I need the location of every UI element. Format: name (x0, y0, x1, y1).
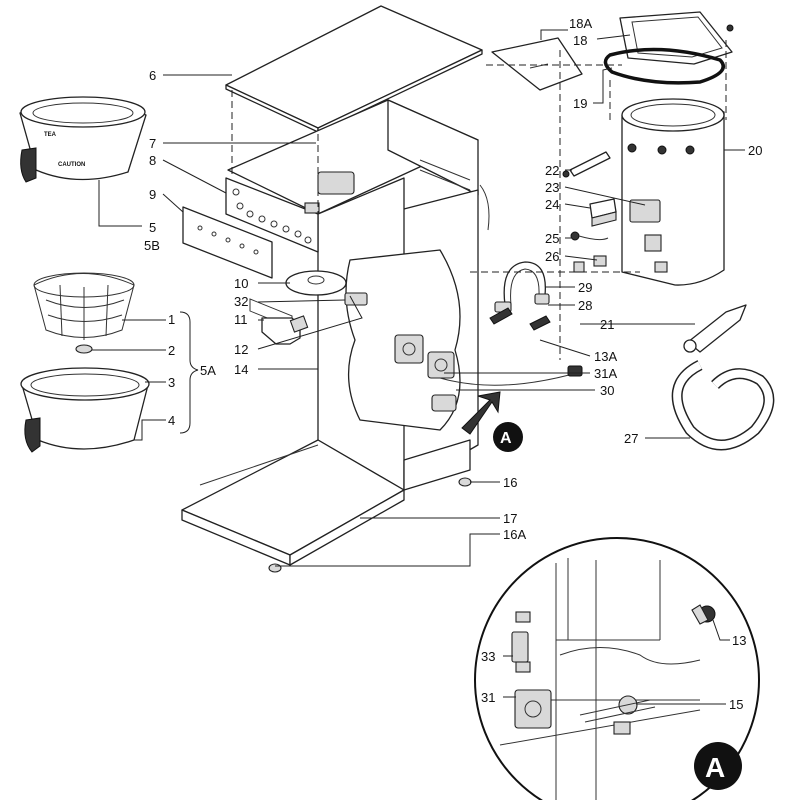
callout-31a: 31A (594, 366, 617, 381)
probe (562, 151, 611, 178)
callout-16a: 16A (503, 527, 526, 542)
callout-5: 5 (149, 220, 156, 235)
callout-14: 14 (234, 362, 248, 377)
callout-13: 13 (732, 633, 746, 648)
label-panel (182, 206, 273, 279)
relay-block (589, 198, 617, 227)
callout-24: 24 (545, 197, 559, 212)
callout-13a: 13A (594, 349, 617, 364)
callout-31: 31 (481, 690, 495, 705)
callout-5a: 5A (200, 363, 216, 378)
callout-8: 8 (149, 153, 156, 168)
detail-arrow (461, 391, 501, 435)
bracket-clip (573, 255, 607, 273)
callout-27: 27 (624, 431, 638, 446)
callout-6: 6 (149, 68, 156, 83)
callout-19: 19 (573, 96, 587, 111)
callout-1: 1 (168, 312, 175, 327)
callout-20: 20 (748, 143, 762, 158)
inlet-tube (489, 261, 551, 331)
callout-11: 11 (234, 312, 248, 327)
callout-17: 17 (503, 511, 517, 526)
solenoid-valve (304, 171, 457, 412)
faucet (261, 315, 309, 345)
tank-lid (619, 11, 734, 65)
callout-5b: 5B (144, 238, 160, 253)
wire-basket (33, 272, 135, 340)
leader-13 (712, 619, 730, 641)
detail-a-marker-small (493, 422, 523, 452)
leader-lines (92, 29, 745, 567)
callout-30: 30 (600, 383, 614, 398)
callout-23: 23 (545, 180, 559, 195)
bracket-5a (179, 311, 199, 434)
detail-a-marker-large (694, 742, 742, 790)
callout-4: 4 (168, 413, 175, 428)
thermostat (629, 199, 661, 223)
funnel-label-tea: TEA (44, 132, 57, 138)
callout-10: 10 (234, 276, 248, 291)
callout-25: 25 (545, 231, 559, 246)
top-cover (225, 5, 483, 133)
funnel-body (20, 367, 150, 453)
drip-tray-base (181, 439, 471, 566)
callout-18a: 18A (569, 16, 592, 31)
funnel-label-caution: CAUTION (58, 162, 85, 168)
brew-funnel: TEA CAUTION (19, 96, 147, 183)
callout-21: 21 (600, 317, 614, 332)
tank-bracket (491, 37, 583, 91)
callout-labels: 6 7 8 9 5 5B 10 32 11 12 14 1 2 3 4 5A 1… (144, 16, 762, 712)
callout-22: 22 (545, 163, 559, 178)
callout-33: 33 (481, 649, 495, 664)
detail-a-label-small: A (500, 430, 512, 447)
detail-view-a (474, 537, 760, 800)
callout-32: 32 (234, 294, 248, 309)
callout-16: 16 (503, 475, 517, 490)
callout-12: 12 (234, 342, 248, 357)
hose-coil (671, 360, 775, 451)
callout-9: 9 (149, 187, 156, 202)
detail-a-label-large: A (705, 752, 725, 783)
callout-3: 3 (168, 375, 175, 390)
spray-head (285, 270, 347, 296)
funnel-tip (75, 344, 93, 354)
callout-2: 2 (168, 343, 175, 358)
callout-26: 26 (545, 249, 559, 264)
sealant-tube (683, 304, 747, 353)
callout-7: 7 (149, 136, 156, 151)
callout-28: 28 (578, 298, 592, 313)
callout-29: 29 (578, 280, 592, 295)
limit-switch (570, 231, 609, 241)
callout-15: 15 (729, 697, 743, 712)
hot-water-tank (621, 98, 725, 286)
callout-18: 18 (573, 33, 587, 48)
